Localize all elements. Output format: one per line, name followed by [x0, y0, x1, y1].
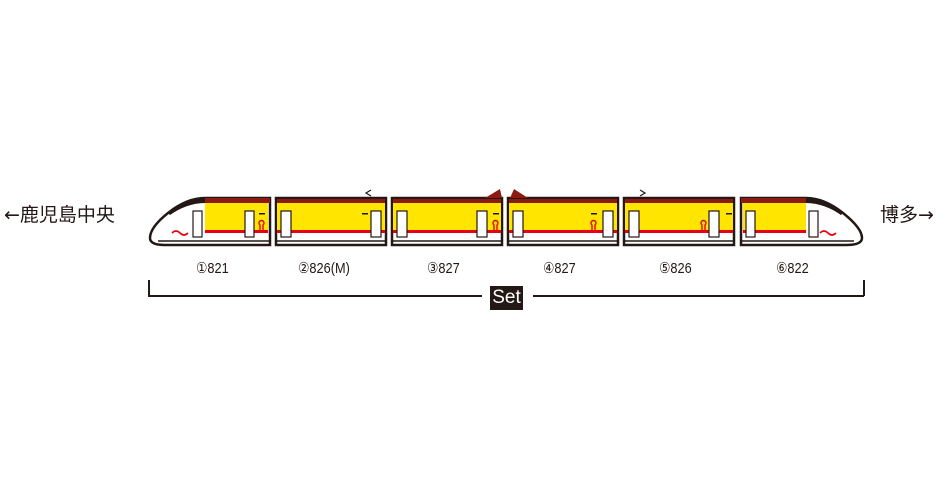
direction-right-hakata: 博多→: [880, 204, 934, 226]
car-label-3: ③827: [427, 260, 460, 277]
set-badge: Set: [490, 286, 523, 310]
car-3: [390, 189, 504, 247]
car-2: [274, 189, 388, 247]
car-4: [506, 189, 620, 247]
set-bracket-left-line: [148, 295, 482, 297]
car-label-2: ②826(M): [298, 260, 350, 277]
set-bracket-right-tick: [863, 280, 865, 296]
direction-left-kagoshima-chuo: ←鹿児島中央: [4, 204, 115, 226]
set-bracket-left-tick: [148, 280, 150, 296]
car-label-5: ⑤826: [659, 260, 692, 277]
car-1: [148, 196, 272, 247]
car-label-1: ①821: [196, 260, 229, 277]
car-5: [622, 189, 736, 247]
car-label-4: ④827: [543, 260, 576, 277]
car-6: [739, 196, 864, 247]
car-label-6: ⑥822: [776, 260, 809, 277]
set-bracket-right-line: [533, 295, 864, 297]
